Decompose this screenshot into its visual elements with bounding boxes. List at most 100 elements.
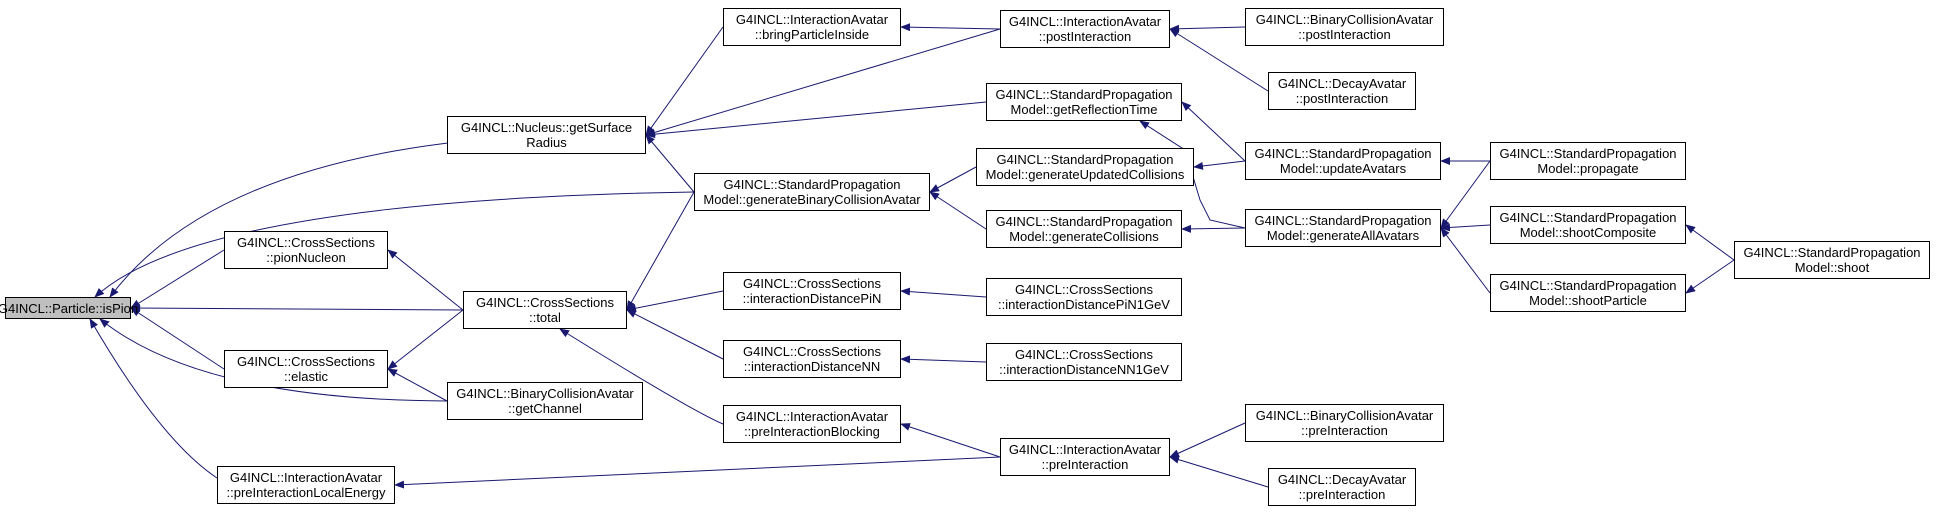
node-label-line: ::total (529, 310, 561, 325)
node-label-line: ::preInteraction (1301, 423, 1388, 438)
node-label-line: G4INCL::StandardPropagation (723, 177, 901, 192)
node-label-line: G4INCL::CrossSections (1015, 282, 1153, 297)
node-label-line: G4INCL::BinaryCollisionAvatar (1255, 12, 1434, 27)
call-edge (1169, 455, 1269, 488)
node-label-line: G4INCL::InteractionAvatar (229, 470, 383, 485)
node-label-line: G4INCL::StandardPropagation (1254, 146, 1432, 161)
call-edge (1440, 223, 1491, 232)
node-label-line: G4INCL::InteractionAvatar (1008, 442, 1162, 457)
call-edge (1685, 259, 1735, 294)
call-edge (130, 249, 225, 309)
node-label-line: G4INCL::StandardPropagation (995, 214, 1173, 229)
node-label-line: ::bringParticleInside (754, 27, 870, 42)
node-label-line: Model::updateAvatars (1279, 161, 1407, 176)
graph-node[interactable]: G4INCL::CrossSections::interactionDistan… (723, 340, 901, 378)
node-label-line: ::postInteraction (1298, 27, 1391, 42)
graph-node[interactable]: G4INCL::CrossSections::interactionDistan… (986, 343, 1182, 381)
node-label-line: Model::shootComposite (1519, 225, 1657, 240)
graph-node[interactable]: G4INCL::InteractionAvatar::preInteractio… (723, 405, 901, 443)
call-edge (645, 134, 695, 193)
call-edge (645, 101, 987, 139)
node-label-line: Model::generateBinaryCollisionAvatar (703, 192, 921, 207)
call-edge (900, 287, 987, 298)
node-label-line: G4INCL::DecayAvatar (1277, 76, 1407, 91)
node-label-line: G4INCL::DecayAvatar (1277, 472, 1407, 487)
node-label-line: ::interactionDistancePiN (742, 291, 882, 306)
call-edge (130, 307, 225, 370)
node-label-line: G4INCL::InteractionAvatar (735, 12, 889, 27)
node-label-line: G4INCL::StandardPropagation (1743, 245, 1921, 260)
graph-node[interactable]: G4INCL::InteractionAvatar::preInteractio… (217, 466, 395, 504)
call-edge (559, 328, 724, 425)
call-edge (929, 191, 987, 230)
node-label-line: Model::getReflectionTime (1010, 102, 1158, 117)
node-label-line: G4INCL::BinaryCollisionAvatar (1255, 408, 1434, 423)
graph-node[interactable]: G4INCL::BinaryCollisionAvatar::preIntera… (1245, 404, 1444, 442)
root-node: G4INCL::Particle::isPion (0, 297, 138, 319)
node-label-line: G4INCL::BinaryCollisionAvatar (456, 386, 634, 401)
node-label-line: Model::propagate (1537, 161, 1639, 176)
call-edge (645, 26, 724, 136)
graph-node[interactable]: G4INCL::CrossSections::interactionDistan… (723, 272, 901, 310)
graph-node[interactable]: G4INCL::CrossSections::interactionDistan… (986, 278, 1182, 316)
call-edge (387, 368, 448, 402)
node-label-line: ::interactionDistanceNN (743, 359, 881, 374)
node-label-line: Model::generateCollisions (1009, 229, 1159, 244)
graph-node[interactable]: G4INCL::CrossSections::total (463, 291, 627, 329)
graph-node[interactable]: G4INCL::InteractionAvatar::preInteractio… (1000, 438, 1170, 476)
node-label-line: ::preInteraction (1041, 457, 1129, 472)
node-label-line: G4INCL::Particle::isPion (0, 300, 139, 316)
node-label-line: Model::generateAllAvatars (1266, 228, 1420, 243)
node-label-line: G4INCL::CrossSections (237, 354, 375, 369)
node-label-line: G4INCL::CrossSections (1015, 347, 1153, 362)
call-edge (929, 166, 977, 193)
call-edge (1193, 160, 1246, 170)
node-label-line: ::preInteractionBlocking (744, 424, 880, 439)
graph-node[interactable]: G4INCL::CrossSections::pionNucleon (224, 231, 388, 269)
node-label-line: Model::generateUpdatedCollisions (985, 167, 1185, 182)
node-label-line: ::interactionDistanceNN1GeV (999, 362, 1169, 377)
graph-node[interactable]: G4INCL::InteractionAvatar::bringParticle… (723, 8, 901, 46)
graph-node[interactable]: G4INCL::DecayAvatar::postInteraction (1268, 72, 1416, 110)
graph-node[interactable]: G4INCL::BinaryCollisionAvatar::getChanne… (447, 382, 643, 420)
node-label-line: G4INCL::CrossSections (476, 295, 614, 310)
node-label-line: ::preInteraction (1298, 487, 1386, 502)
call-edge (89, 318, 218, 479)
call-edge (130, 304, 464, 313)
node-label-line: G4INCL::StandardPropagation (1499, 146, 1677, 161)
call-edge (1181, 101, 1246, 162)
graph-node[interactable]: G4INCL::CrossSections::elastic (224, 350, 388, 388)
node-label-line: Model::shoot (1794, 260, 1870, 275)
node-label-line: ::postInteraction (1295, 91, 1389, 106)
node-label-line: ::getChannel (508, 401, 582, 416)
node-label-line: G4INCL::StandardPropagation (1499, 278, 1677, 293)
node-label-line: G4INCL::CrossSections (743, 344, 881, 359)
node-label-line: Radius (526, 135, 567, 150)
graph-node[interactable]: G4INCL::InteractionAvatar::postInteracti… (1000, 10, 1170, 48)
graph-node[interactable]: G4INCL::BinaryCollisionAvatar::postInter… (1245, 8, 1444, 46)
call-edge (1169, 24, 1246, 33)
node-label-line: ::interactionDistancePiN1GeV (998, 297, 1170, 312)
call-edge (1169, 422, 1246, 458)
graph-node[interactable]: G4INCL::DecayAvatar::preInteraction (1268, 468, 1416, 506)
node-label-line: ::pionNucleon (266, 250, 346, 265)
call-edge (1169, 28, 1269, 92)
call-edge (626, 309, 724, 360)
call-edge (626, 191, 695, 311)
call-edge (109, 134, 546, 298)
call-edge (94, 191, 695, 298)
call-edge (900, 423, 1001, 458)
